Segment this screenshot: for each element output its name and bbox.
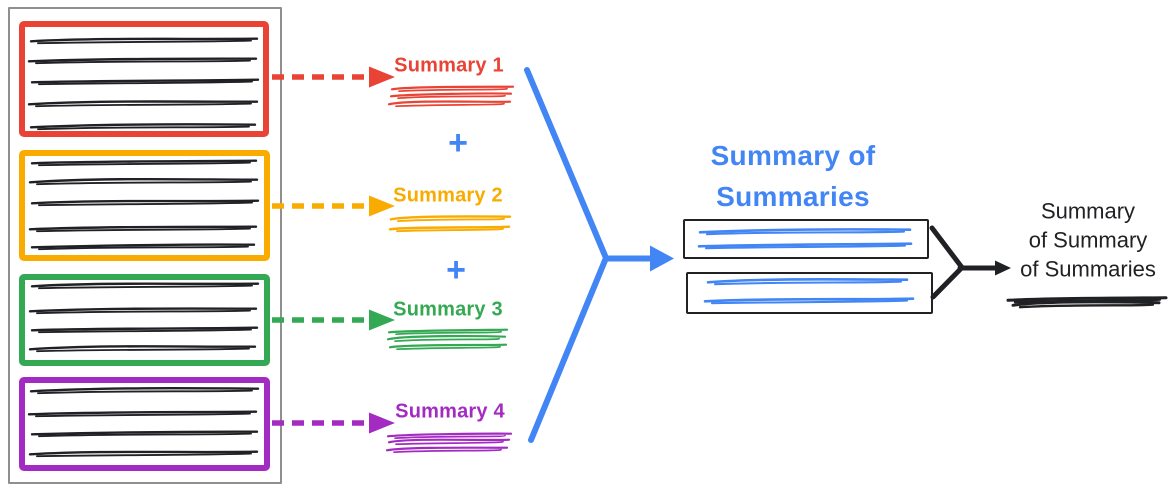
scribble-stroke — [388, 225, 511, 231]
arrowhead-blue-icon — [650, 245, 674, 272]
source-document-box-3 — [19, 274, 270, 366]
source-document-box-4 — [19, 377, 270, 471]
scribble-stroke — [395, 102, 505, 108]
scribble-stroke — [387, 438, 511, 444]
scribble-stroke — [394, 337, 500, 343]
scribble-stroke — [397, 94, 506, 100]
arrowhead-purple-icon — [369, 412, 395, 434]
scribble-stroke — [1006, 296, 1168, 302]
scribble-stroke — [396, 227, 504, 233]
source-document-box-2 — [19, 150, 270, 261]
arrowhead-black-icon — [995, 260, 1011, 276]
summary-4-scribble — [385, 432, 513, 454]
source-document-box-1 — [19, 21, 269, 137]
summary-3-scribble — [386, 328, 509, 351]
scribble-stroke — [393, 448, 502, 454]
summary-1-scribble — [387, 85, 515, 108]
summary-of-summaries-box-2 — [686, 272, 933, 314]
final-summary-label: Summary of Summary of Summaries — [1020, 197, 1156, 284]
summary-3-label: Summary 3 — [393, 298, 503, 321]
summary-4-label: Summary 4 — [395, 400, 505, 423]
scribble-stroke — [1013, 298, 1162, 304]
plus-sign-2: + — [446, 251, 466, 289]
scribble-stroke — [389, 92, 513, 98]
final-summary-line-1: Summary — [1040, 198, 1136, 224]
arrowhead-green-icon — [369, 309, 395, 331]
merge-lines-blue — [524, 67, 609, 443]
summary-of-summaries-title-line-2: Summaries — [716, 181, 870, 212]
scribble-stroke — [385, 446, 509, 452]
merge-arrow-blue — [524, 67, 674, 443]
scribble-stroke — [1018, 303, 1155, 309]
arrowhead-yellow-icon — [369, 195, 395, 217]
scribble-stroke — [394, 434, 506, 440]
summary-2-label: Summary 2 — [393, 184, 503, 207]
scribble-stroke — [395, 330, 502, 336]
summary-1-label: Summary 1 — [394, 54, 504, 77]
arrowhead-red-icon — [369, 66, 395, 88]
summary-of-summaries-box-1 — [683, 219, 929, 259]
scribble-stroke — [390, 85, 515, 91]
doc-to-summary-arrows — [272, 66, 395, 434]
scribble-stroke — [386, 334, 507, 341]
scribble-stroke — [395, 440, 504, 446]
merge-arrow-black — [929, 225, 1011, 300]
scribble-stroke — [386, 432, 513, 438]
summary-of-summaries-title-line-1: Summary of — [710, 140, 876, 171]
scribble-stroke — [397, 217, 505, 223]
final-summary-underline — [1006, 296, 1168, 309]
plus-sign-1: + — [448, 124, 468, 162]
merge-lines-black — [929, 225, 965, 300]
final-summary-line-2: of Summary — [1028, 227, 1148, 253]
scribble-stroke — [398, 87, 508, 93]
scribble-stroke — [388, 343, 508, 349]
scribble-stroke — [396, 345, 501, 351]
scribble-stroke — [387, 328, 509, 334]
summary-2-scribble — [388, 215, 512, 233]
final-summary-line-3: of Summaries — [1020, 256, 1156, 282]
scribble-stroke — [387, 100, 512, 106]
scribble-stroke — [389, 215, 512, 221]
scribble-stroke — [1011, 300, 1161, 307]
